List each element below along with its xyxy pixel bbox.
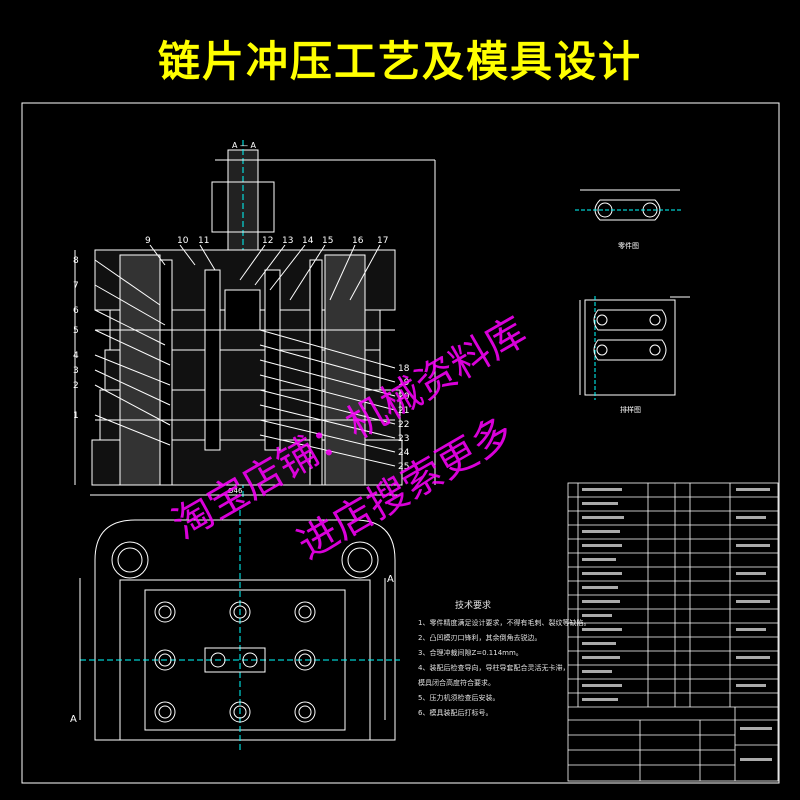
part-number: 3 xyxy=(73,366,79,376)
tech-requirement-item: 1、零件精度满足设计要求，不得有毛刺、裂纹等缺陷。 xyxy=(418,619,591,627)
part-number: 10 xyxy=(177,236,189,246)
part-number: 6 xyxy=(73,306,79,316)
part-number: 2 xyxy=(73,381,79,391)
tech-requirement-item: 5、压力机须检查后安装。 xyxy=(418,694,500,702)
part-number: 4 xyxy=(73,351,79,361)
section-marker-top: A xyxy=(387,574,394,585)
part-number: 15 xyxy=(322,236,333,246)
part-number: 16 xyxy=(352,236,364,246)
tech-requirement-item: 2、凸凹模刃口锋利，其余倒角去锐边。 xyxy=(418,634,542,642)
part-number: 25 xyxy=(398,462,409,472)
part-number: 18 xyxy=(398,364,410,374)
bom-marks xyxy=(582,488,772,761)
bom-table xyxy=(567,482,779,782)
tech-requirement-item: 3、合理冲裁间隙Z=0.114mm。 xyxy=(418,649,523,657)
part-numbers-left: 8 7 6 5 4 3 2 1 xyxy=(73,256,79,421)
part-number: 12 xyxy=(262,236,273,246)
part-number: 11 xyxy=(198,236,209,246)
section-marker-bottom: A xyxy=(70,714,77,725)
tech-requirements-title: 技术要求 xyxy=(455,601,492,611)
part-number: 24 xyxy=(398,448,410,458)
layout-view-label: 排样图 xyxy=(620,405,641,414)
tech-requirement-item: 4、装配后检查导向，导柱导套配合灵活无卡滞， xyxy=(418,664,570,672)
part-drawing xyxy=(575,189,682,221)
part-number: 8 xyxy=(73,256,79,266)
part-number: 9 xyxy=(145,236,151,246)
strip-layout xyxy=(579,296,690,400)
assembly-view xyxy=(74,140,436,500)
part-number: 17 xyxy=(377,236,388,246)
page-title: 链片冲压工艺及模具设计 xyxy=(157,37,642,86)
part-number: 14 xyxy=(302,236,314,246)
tech-requirement-item: 6、模具装配后打标号。 xyxy=(418,709,493,717)
part-number: 13 xyxy=(282,236,293,246)
part-numbers-right: 18 19 20 21 22 23 24 25 xyxy=(398,364,410,472)
part-number: 5 xyxy=(73,326,79,336)
tech-requirement-item: 模具闭合高度符合要求。 xyxy=(418,679,495,687)
plan-view xyxy=(79,510,400,750)
drawing-frame xyxy=(21,102,780,784)
part-number: 21 xyxy=(398,406,409,416)
part-number: 7 xyxy=(73,281,79,291)
part-numbers-top: 9 10 11 12 13 14 15 16 17 xyxy=(145,236,388,246)
part-number: 19 xyxy=(398,378,410,388)
section-label: A — A xyxy=(232,141,257,150)
part-view-label: 零件图 xyxy=(618,241,639,250)
part-number: 22 xyxy=(398,420,409,430)
overall-dimension: Ø46 xyxy=(228,487,243,495)
tech-requirements-list: 1、零件精度满足设计要求，不得有毛刺、裂纹等缺陷。 2、凸凹模刃口锋利，其余倒角… xyxy=(418,616,590,721)
part-number: 20 xyxy=(398,392,410,402)
part-number: 23 xyxy=(398,434,409,444)
part-number: 1 xyxy=(73,411,79,421)
